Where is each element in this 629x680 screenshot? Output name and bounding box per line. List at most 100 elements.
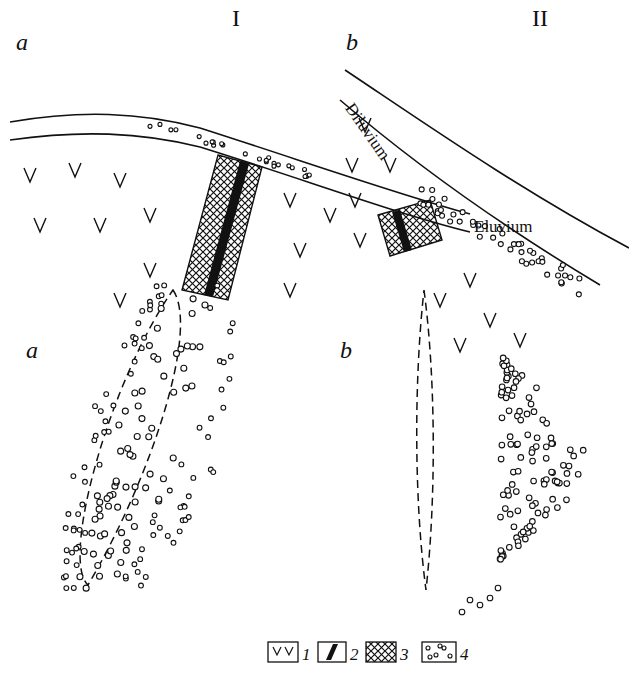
clast-dot — [498, 456, 504, 462]
clast-dot — [564, 481, 570, 487]
v-symbol — [114, 293, 126, 307]
clast-dot — [518, 455, 524, 461]
clast-dot — [519, 250, 524, 255]
clast-dot — [136, 321, 141, 326]
clast-dot — [197, 425, 202, 430]
legend-number: 1 — [302, 646, 311, 663]
clast-dot — [257, 157, 261, 161]
clast-dot — [211, 470, 216, 475]
clast-dot — [132, 359, 137, 364]
clast-dot — [550, 496, 556, 502]
clast-dot — [98, 409, 103, 414]
clast-dot — [208, 306, 213, 311]
clast-dot — [119, 530, 125, 536]
clast-dot — [527, 523, 533, 529]
v-symbol — [454, 338, 466, 352]
clast-dot — [519, 259, 524, 264]
clast-dot — [139, 416, 145, 422]
clast-dot — [143, 575, 148, 580]
clast-dot — [495, 585, 501, 591]
clast-dot — [127, 452, 133, 458]
layer-name: Eluvium — [474, 218, 533, 235]
clast-dot — [428, 655, 432, 659]
layer-name: Diluvium — [342, 100, 393, 163]
clast-dot — [123, 484, 129, 490]
clast-dot — [154, 325, 160, 331]
v-symbol — [354, 233, 366, 247]
clast-dot — [89, 530, 95, 536]
clast-dot — [210, 140, 214, 144]
clast-dot — [514, 442, 520, 448]
clast-dot — [549, 441, 555, 447]
clast-dot — [576, 292, 581, 297]
clast-dot — [189, 311, 195, 317]
clast-dot — [148, 124, 152, 128]
panel-numeral: II — [532, 6, 548, 30]
clast-dot — [442, 646, 446, 650]
clast-dot — [82, 465, 87, 470]
clast-dot — [169, 128, 173, 132]
clast-dot — [534, 385, 540, 391]
clast-dot — [103, 419, 108, 424]
clast-dot — [228, 329, 233, 334]
clast-dot — [202, 302, 208, 308]
clast-dot — [508, 247, 513, 252]
clast-dot — [498, 548, 504, 554]
clast-dot — [290, 166, 294, 170]
clast-dot — [160, 476, 166, 482]
clast-dot — [125, 445, 131, 451]
clast-dot — [171, 540, 176, 545]
clast-dot — [108, 548, 114, 554]
v-symbol — [94, 218, 106, 232]
clast-dot — [511, 385, 517, 391]
clast-dot — [146, 343, 152, 349]
clast-dot — [509, 482, 515, 488]
clast-dot — [150, 520, 155, 525]
clast-dot — [497, 556, 503, 562]
clast-dot — [540, 259, 545, 264]
clast-dot — [152, 513, 157, 518]
clast-dot — [93, 404, 98, 409]
clast-dot — [102, 531, 108, 537]
clast-dot — [499, 389, 505, 395]
clast-dot — [66, 512, 71, 517]
clast-dot — [303, 174, 307, 178]
clast-dot — [543, 456, 549, 462]
clast-dot — [530, 260, 535, 265]
clast-dot — [548, 435, 554, 441]
panel-numeral: I — [232, 6, 240, 30]
v-symbol — [144, 208, 156, 222]
clast-dot — [508, 366, 514, 372]
panel-letter: a — [26, 338, 38, 362]
clast-dot — [508, 442, 514, 448]
clast-dot — [243, 152, 247, 156]
clast-dot — [122, 343, 127, 348]
clast-dot — [115, 504, 121, 510]
clast-dot — [528, 401, 534, 407]
clast-dot — [71, 528, 76, 533]
clast-dot — [97, 573, 103, 579]
clast-dot — [186, 515, 191, 520]
clast-dot — [74, 563, 79, 568]
legend-swatch — [268, 642, 298, 662]
clast-dot — [516, 242, 521, 247]
clast-dot — [505, 387, 511, 393]
clast-dot — [159, 293, 164, 298]
clast-dot — [545, 272, 550, 277]
clast-dot — [83, 585, 89, 591]
v-symbol — [324, 208, 336, 222]
v-symbol — [349, 193, 361, 207]
clast-dot — [451, 212, 456, 217]
clast-dot — [575, 471, 581, 477]
clast-dot — [177, 529, 182, 534]
volcanic-symbol — [273, 647, 293, 655]
clast-dot — [81, 548, 87, 554]
clast-dot — [525, 432, 531, 438]
clast-dot — [541, 481, 547, 487]
legend-number: 4 — [460, 646, 469, 663]
clast-dot — [503, 395, 509, 401]
clast-dot — [74, 546, 79, 551]
clast-dot — [111, 403, 116, 408]
clast-dot — [426, 646, 430, 650]
clast-dot — [64, 586, 69, 591]
